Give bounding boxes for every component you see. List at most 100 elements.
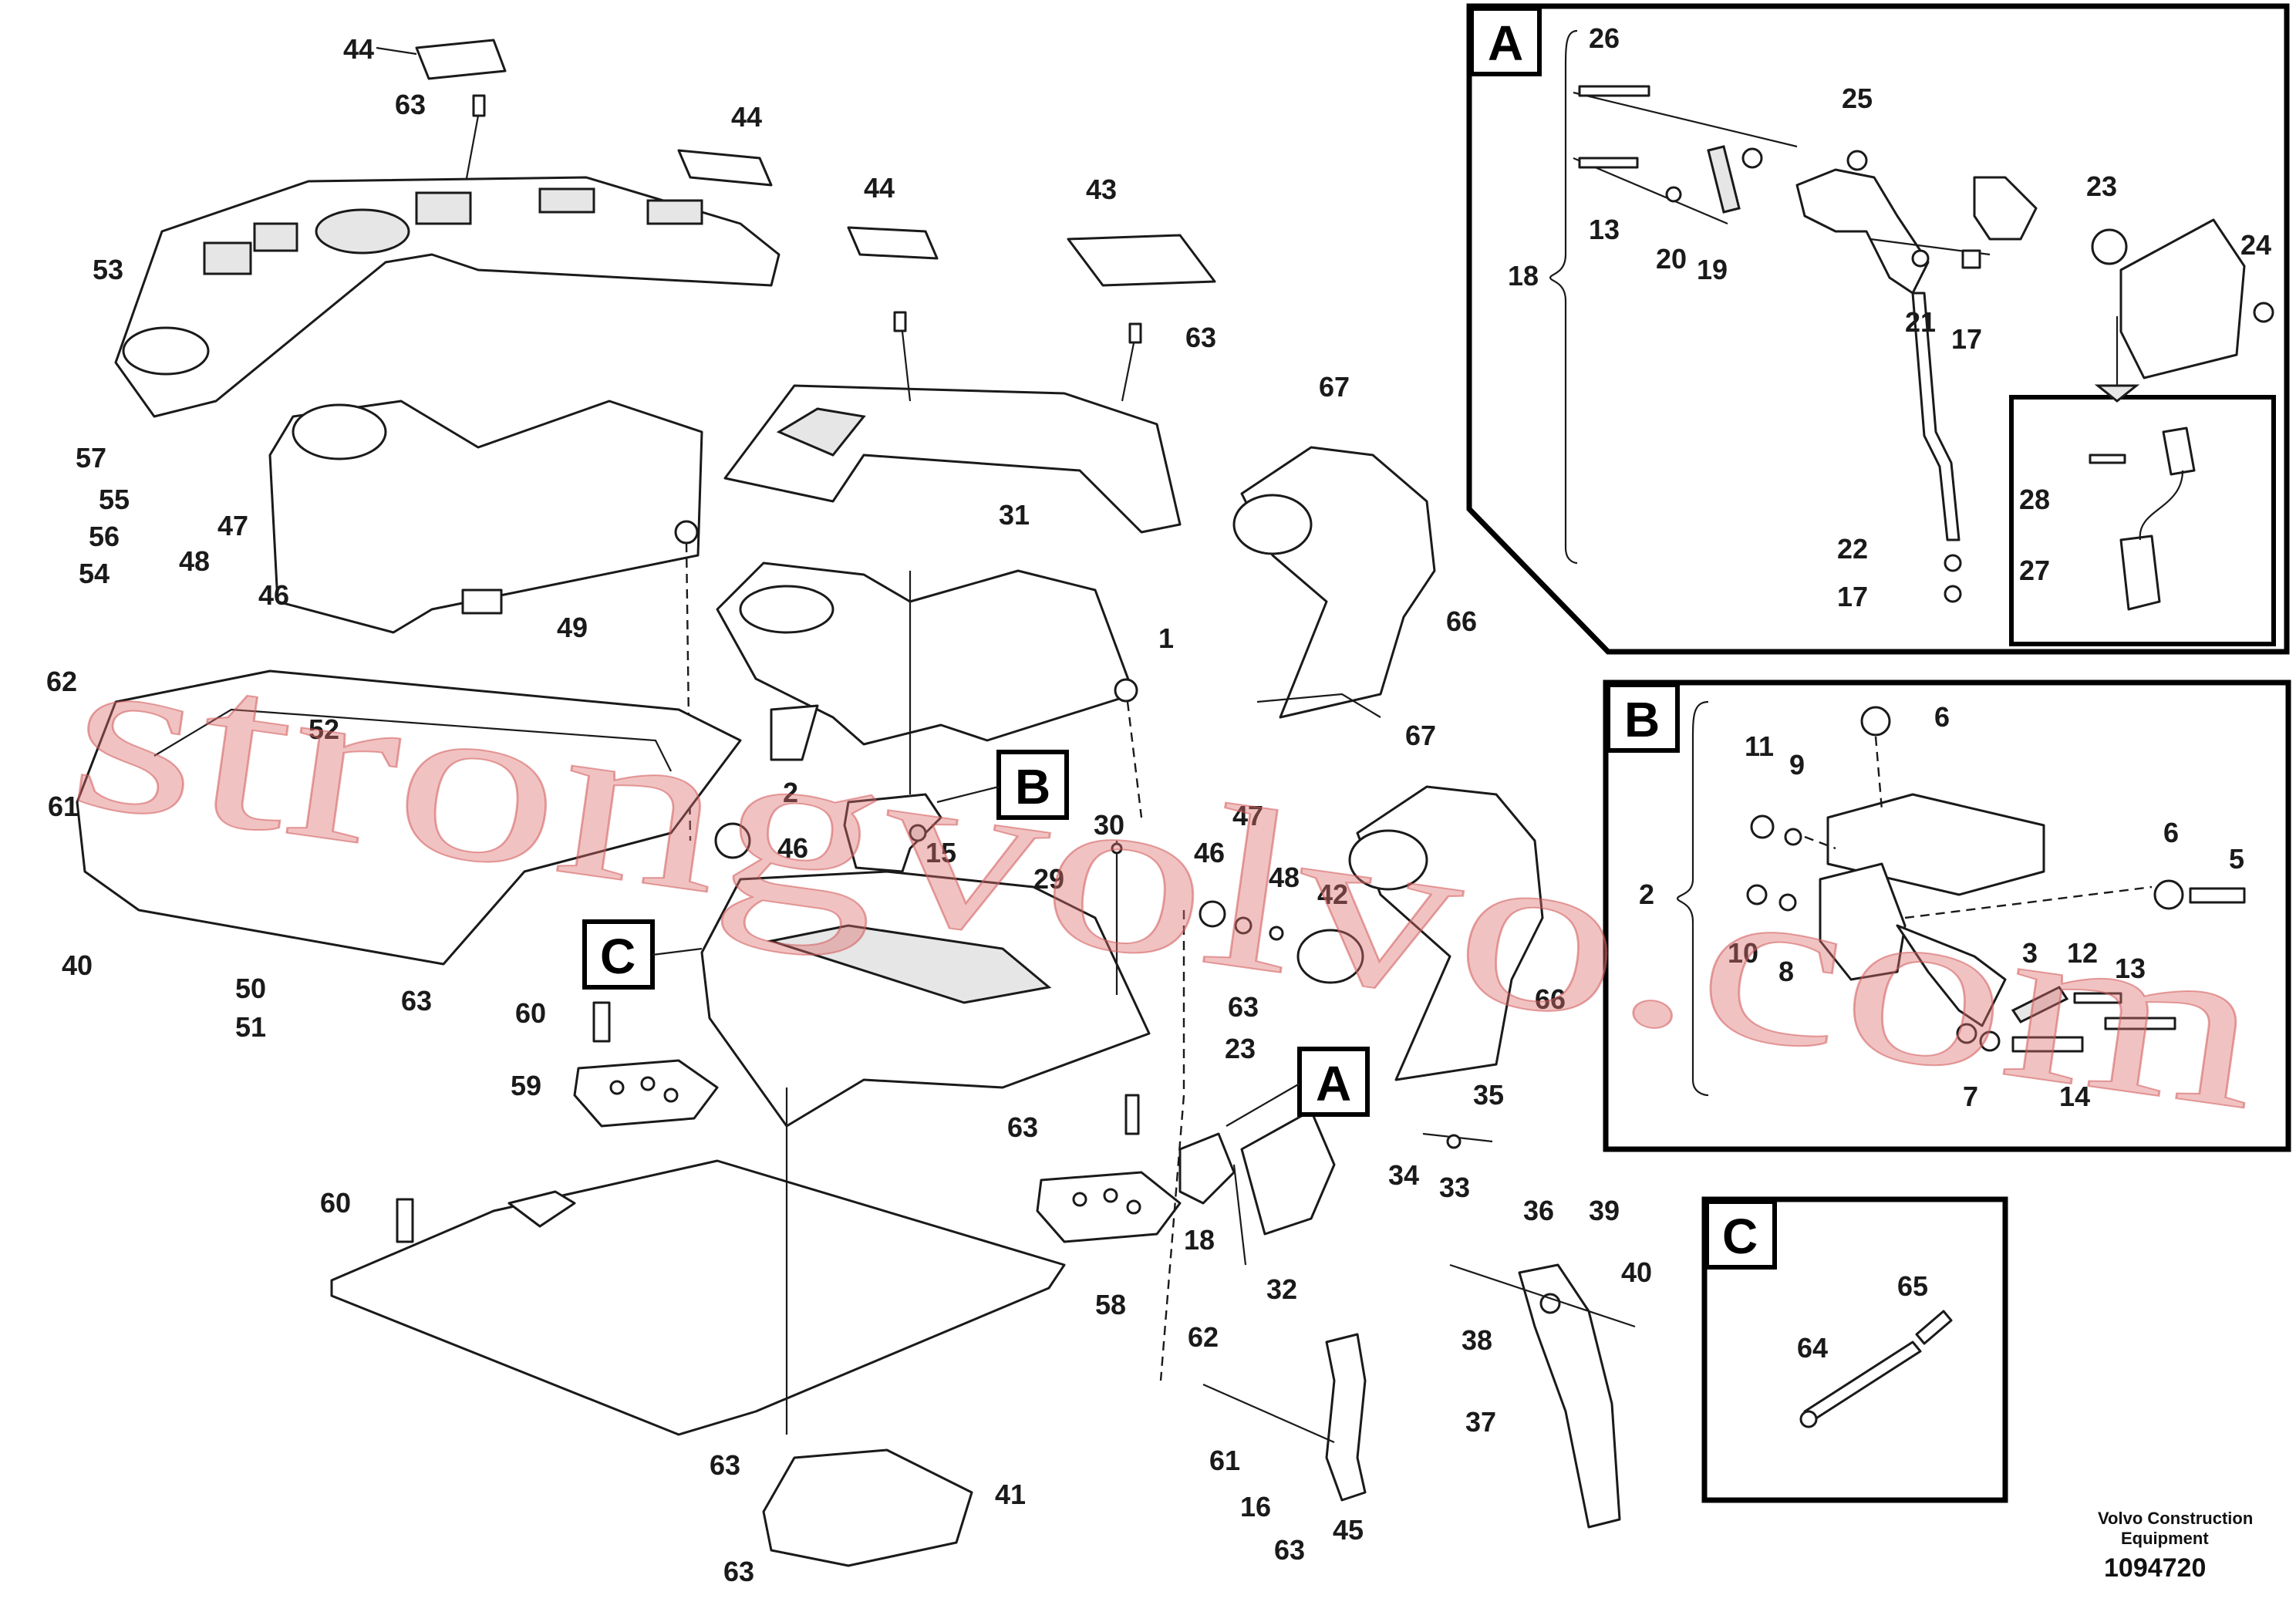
ref-tag-a	[1297, 1047, 1370, 1117]
washer-7-a	[1956, 1023, 1977, 1044]
bushing-a	[2091, 228, 2128, 265]
washer-20	[1665, 186, 1682, 203]
bolt-12	[2073, 992, 2122, 1004]
inner-grommet	[1114, 678, 1138, 703]
cover-32	[1240, 1109, 1336, 1236]
callout-a-28: 28	[2019, 484, 2050, 515]
callout-67: 67	[1319, 371, 1350, 403]
callout-a-25: 25	[1842, 83, 1873, 114]
washer-25	[1846, 150, 1868, 171]
nut-17-b	[1944, 585, 1962, 603]
grommet-46-c	[1199, 900, 1226, 928]
callout-b-11: 11	[1745, 730, 1774, 762]
lower-console-opening	[767, 924, 1052, 1004]
washer-8	[1778, 893, 1797, 912]
bolt-48-b	[1269, 926, 1284, 941]
nut-30	[1111, 842, 1123, 855]
callout-b-6: 6	[1934, 701, 1950, 733]
callout-a-21: 21	[1905, 306, 1936, 338]
callout-a-18: 18	[1508, 260, 1539, 292]
bolt-13-b	[2104, 1017, 2176, 1030]
detail-c-label: C	[1722, 1209, 1758, 1264]
ref-tag-a-label: A	[1316, 1056, 1351, 1111]
detail-b-label: B	[1624, 692, 1660, 747]
callout-a-23: 23	[2086, 170, 2117, 202]
ref-tag-b-label: B	[1015, 759, 1050, 814]
inner-cup	[739, 585, 834, 634]
bolt-5	[2189, 887, 2246, 904]
center-cover-31	[723, 384, 1182, 534]
cover-plate-44-c	[847, 226, 939, 260]
detail-b: B	[1603, 679, 2291, 1152]
washer-33	[1446, 1134, 1462, 1149]
callout-a-17: 17	[1951, 323, 1982, 355]
washer-21	[1911, 249, 1930, 268]
detail-a-tag	[1469, 6, 1542, 76]
clip-24	[2253, 302, 2274, 323]
callout-2: 2	[783, 777, 798, 808]
callout-38: 38	[1462, 1324, 1492, 1356]
screw-60-a	[592, 1001, 611, 1043]
sensor-18	[1178, 1132, 1236, 1205]
washer-47-b	[1234, 916, 1253, 935]
callout-58: 58	[1095, 1289, 1126, 1320]
callout-44: 44	[343, 33, 374, 65]
callout-63: 63	[1185, 322, 1216, 353]
callout-44: 44	[731, 101, 762, 133]
screw-63-top	[472, 94, 486, 117]
washer-6-b	[2153, 879, 2184, 910]
bolt-13-a	[1578, 157, 1639, 169]
callout-46: 46	[777, 832, 808, 864]
callout-29: 29	[1033, 863, 1064, 895]
callout-b-9: 9	[1789, 749, 1805, 781]
callout-c-64: 64	[1797, 1332, 1828, 1364]
detail-c-tag	[1704, 1199, 1777, 1270]
callout-a-19: 19	[1697, 254, 1728, 285]
switch-recess-1	[203, 241, 252, 275]
callout-a-24: 24	[2240, 229, 2271, 261]
drawing-number: 1094720	[2104, 1553, 2206, 1583]
callout-b-3: 3	[2022, 937, 2038, 969]
callout-a-27: 27	[2019, 555, 2050, 586]
callout-a-26: 26	[1589, 22, 1620, 54]
nut-17-a	[1961, 249, 1981, 269]
callout-b-13: 13	[2115, 953, 2146, 984]
callout-63: 63	[395, 89, 426, 120]
callout-34: 34	[1388, 1159, 1419, 1191]
floor-plate	[330, 1159, 1066, 1436]
callout-1: 1	[1158, 622, 1174, 654]
frame-cup	[292, 403, 387, 460]
brand-line-2: Equipment	[2121, 1529, 2209, 1548]
callout-numbers: 44 63 44 44 43 63 53 57 55 56 54 48 47 4…	[46, 22, 2271, 1587]
callout-39: 39	[1589, 1195, 1620, 1226]
callout-a-20: 20	[1656, 243, 1687, 275]
washer-7-b	[1979, 1030, 2001, 1052]
arm-b	[1896, 924, 2007, 1027]
detail-a: A	[1466, 3, 2290, 655]
nut-10	[1746, 884, 1768, 905]
callout-51: 51	[235, 1011, 266, 1043]
spring-3	[2011, 986, 2069, 1023]
bolt-26	[1578, 85, 1650, 97]
bracket-b	[1819, 862, 1907, 981]
callout-b-6: 6	[2163, 817, 2179, 848]
pedal-pivot	[1539, 1293, 1561, 1314]
gas-spring-end	[1799, 1410, 1818, 1428]
spring-19	[1707, 145, 1741, 214]
callout-66: 66	[1446, 605, 1477, 637]
frame-grommet	[674, 520, 699, 545]
nut-11	[1750, 814, 1775, 839]
callout-59: 59	[511, 1070, 541, 1101]
switch-27-body	[2162, 427, 2196, 476]
callout-b-8: 8	[1778, 956, 1794, 987]
callout-60: 60	[320, 1187, 351, 1219]
callout-40: 40	[62, 949, 93, 981]
console-frame-49	[268, 400, 703, 634]
detail-b-tag	[1606, 683, 1680, 753]
callout-62: 62	[46, 666, 77, 697]
rod-22	[1911, 292, 1961, 541]
damper-59	[573, 1059, 719, 1128]
side-cover-50-51	[76, 669, 742, 966]
nut-22	[1944, 554, 1962, 572]
detail-c: C	[1701, 1196, 2008, 1503]
